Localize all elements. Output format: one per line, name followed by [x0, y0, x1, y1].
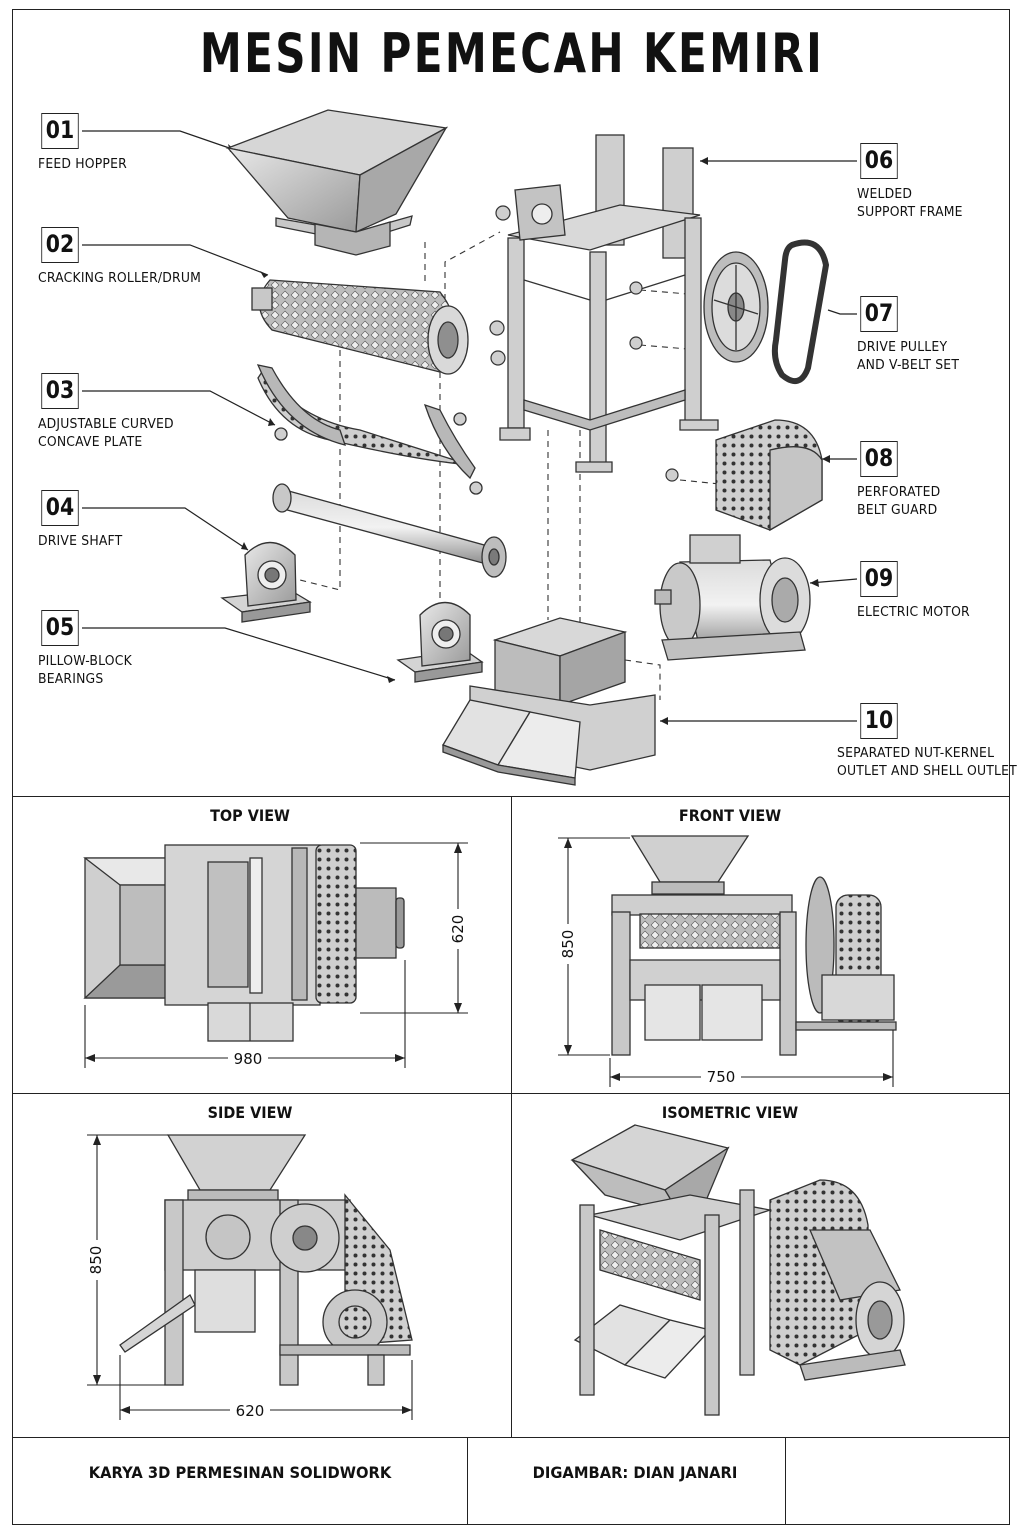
drive-shaft-part — [272, 483, 507, 578]
front-view-height-dimension: 850 — [559, 924, 577, 964]
part-label-01: FEED HOPPER — [38, 155, 127, 173]
part-number-04: 04 — [41, 490, 79, 526]
v-belt-part — [771, 239, 830, 385]
part-label-03: ADJUSTABLE CURVED CONCAVE PLATE — [38, 415, 174, 451]
part-label-06: WELDED SUPPORT FRAME — [857, 185, 963, 221]
leader-line-01 — [82, 130, 236, 151]
feed-hopper-part — [225, 109, 449, 256]
leader-line-05 — [82, 627, 396, 681]
part-number-05: 05 — [41, 610, 79, 646]
part-number-02: 02 — [41, 227, 79, 263]
part-label-line: BEARINGS — [38, 671, 104, 687]
footer-drawn-by: DIGAMBAR: DIAN JANARI — [532, 1463, 738, 1482]
part-label-05: PILLOW-BLOCK BEARINGS — [38, 652, 132, 688]
part-number-08: 08 — [860, 441, 898, 477]
part-label-02: CRACKING ROLLER/DRUM — [38, 269, 201, 287]
part-label-09: ELECTRIC MOTOR — [857, 603, 970, 621]
part-number-03: 03 — [41, 373, 79, 409]
footer-divider-1 — [467, 1437, 468, 1525]
part-number-06: 06 — [860, 143, 898, 179]
front-view-title: FRONT VIEW — [678, 806, 782, 825]
part-label-line: PILLOW-BLOCK — [38, 653, 132, 669]
top-view-title: TOP VIEW — [210, 806, 290, 825]
part-label-line: DRIVE PULLEY — [857, 339, 948, 355]
view-divider-vertical — [511, 796, 512, 1437]
leader-line-04 — [82, 507, 249, 551]
drawing-sheet-border — [12, 9, 1010, 1525]
part-label-line: SEPARATED NUT-KERNEL — [837, 745, 995, 761]
footer-project-name: KARYA 3D PERMESINAN SOLIDWORK — [88, 1463, 392, 1482]
part-label-line: CONCAVE PLATE — [38, 434, 143, 450]
part-number-07: 07 — [860, 296, 898, 332]
isometric-view-drawing — [570, 1124, 906, 1416]
part-label-08: PERFORATED BELT GUARD — [857, 483, 940, 519]
electric-motor-part — [654, 534, 811, 661]
front-view-width-dimension: 750 — [701, 1068, 741, 1086]
part-label-line: ELECTRIC MOTOR — [857, 604, 970, 620]
outlet-chute-part — [442, 617, 656, 786]
side-view-height-dimension: 850 — [87, 1240, 105, 1280]
leader-line-03 — [82, 390, 276, 426]
support-frame-part — [499, 134, 719, 473]
part-label-line: OUTLET AND SHELL OUTLET — [837, 763, 1017, 779]
part-label-07: DRIVE PULLEY AND V-BELT SET — [857, 338, 959, 374]
front-view-drawing — [611, 835, 897, 1056]
top-view-depth-dimension: 620 — [449, 909, 467, 949]
cracking-roller-part — [251, 279, 469, 375]
drawing-title: MESIN PEMECAH KEMIRI — [199, 22, 825, 85]
drive-pulley-part — [703, 251, 769, 363]
top-view-drawing — [83, 844, 405, 1042]
part-label-04: DRIVE SHAFT — [38, 532, 122, 550]
part-label-line: FEED HOPPER — [38, 156, 127, 172]
concave-plate-part — [256, 364, 483, 495]
belt-guard-part — [715, 419, 823, 532]
footer-divider-2 — [785, 1437, 786, 1525]
section-divider-footer — [12, 1437, 1010, 1438]
part-number-09: 09 — [860, 561, 898, 597]
side-view-drawing — [119, 1134, 413, 1386]
leader-line-07 — [827, 309, 857, 315]
part-label-line: BELT GUARD — [857, 502, 938, 518]
part-number-01: 01 — [41, 113, 79, 149]
part-label-line: PERFORATED — [857, 484, 941, 500]
part-label-line: ADJUSTABLE CURVED — [38, 416, 174, 432]
pillow-block-bearing-part — [220, 541, 484, 683]
part-label-line: AND V-BELT SET — [857, 357, 960, 373]
part-label-line: CRACKING ROLLER/DRUM — [38, 270, 202, 286]
leader-line-02 — [82, 244, 269, 276]
side-view-width-dimension: 620 — [230, 1402, 270, 1420]
part-label-10: SEPARATED NUT-KERNEL OUTLET AND SHELL OUT… — [837, 744, 1017, 780]
part-label-line: WELDED — [857, 186, 913, 202]
isometric-view-title: ISOMETRIC VIEW — [661, 1103, 799, 1122]
side-view-title: SIDE VIEW — [207, 1103, 293, 1122]
part-label-line: DRIVE SHAFT — [38, 533, 123, 549]
part-label-line: SUPPORT FRAME — [857, 204, 963, 220]
top-view-width-dimension: 980 — [228, 1050, 268, 1068]
part-number-10: 10 — [860, 703, 898, 739]
